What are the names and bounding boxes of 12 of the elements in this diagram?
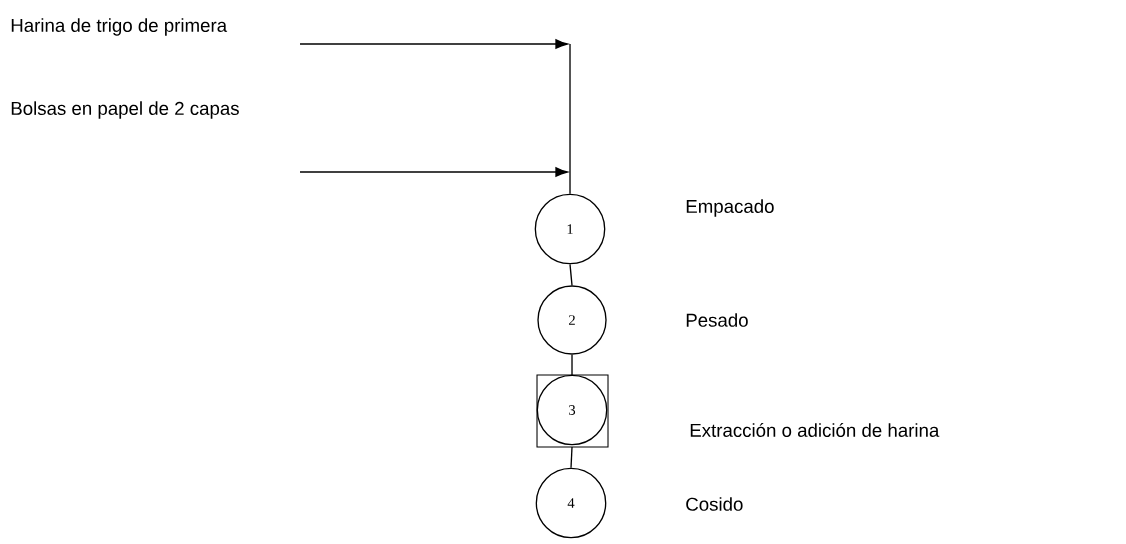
step-label: Pesado	[686, 313, 748, 327]
step-label: Extracción o adición de harina	[690, 423, 940, 437]
input-arrow	[299, 167, 568, 177]
input-arrow	[299, 39, 568, 49]
step-label: Cosido	[686, 497, 743, 511]
connector-line	[570, 446, 573, 469]
step-label: Empacado	[686, 199, 774, 217]
input-label: Bolsas en papel de 2 capas	[11, 101, 239, 119]
input-label: Harina de trigo de primera	[11, 18, 228, 36]
connector-line	[569, 263, 573, 286]
connector-line	[569, 43, 571, 195]
connector-line	[571, 354, 573, 376]
